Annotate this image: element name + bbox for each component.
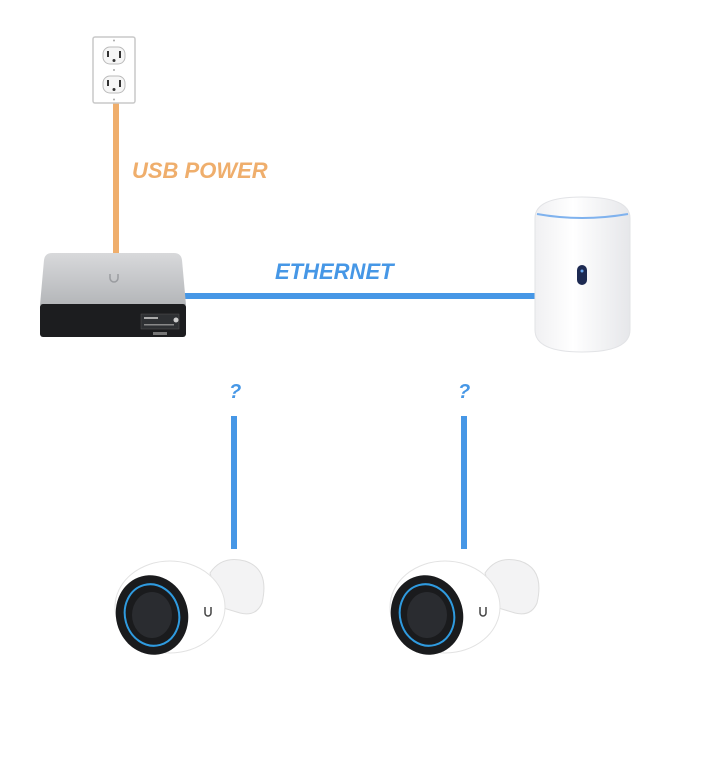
nvr-console-icon	[40, 253, 186, 337]
camera-1-link	[231, 416, 237, 549]
camera-2-link-label: ?	[458, 381, 470, 403]
usb-power-label: USB POWER	[132, 158, 268, 183]
ethernet-cable	[183, 293, 537, 299]
usb-power-cable	[113, 102, 119, 254]
camera-2-link	[461, 416, 467, 549]
camera-1-link-label: ?	[229, 381, 241, 403]
ethernet-label: ETHERNET	[275, 259, 395, 284]
dome-router-icon	[534, 196, 631, 353]
camera-2-icon	[389, 559, 540, 655]
power-outlet-icon	[92, 36, 136, 104]
camera-1-icon	[114, 559, 265, 655]
